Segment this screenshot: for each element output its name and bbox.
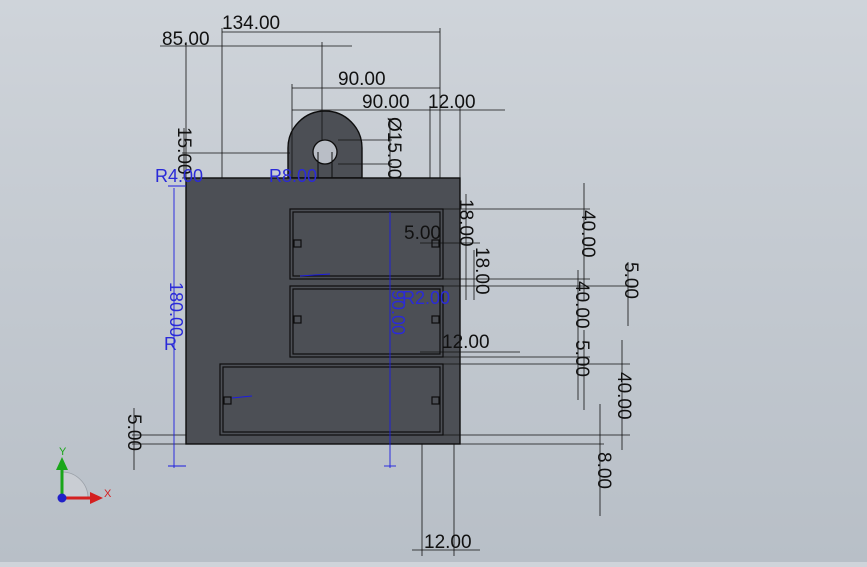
slot-middle-clip-left (293, 315, 302, 324)
dim-18-b[interactable]: 18.00 (471, 247, 492, 295)
x-axis-label: X (104, 488, 112, 500)
dim-8-bottom[interactable]: 8.00 (593, 452, 614, 489)
dim-85[interactable]: 85.00 (162, 29, 210, 50)
dim-40-top[interactable]: 40.00 (577, 210, 598, 258)
dim-40-bottom[interactable]: 40.00 (613, 372, 634, 420)
slot-bottom[interactable] (219, 363, 444, 436)
dim-hole-diameter[interactable]: Ø15.00 (383, 117, 404, 179)
main-plate[interactable] (185, 177, 461, 445)
dim-r8[interactable]: R8.00 (269, 166, 317, 186)
x-axis-arrowhead (90, 492, 103, 504)
hanging-hole[interactable] (312, 139, 338, 165)
dim-r-left[interactable]: R (164, 334, 177, 354)
dim-12-bottom[interactable]: 12.00 (424, 532, 472, 553)
y-axis-label: Y (59, 446, 67, 458)
dim-90-upper[interactable]: 90.00 (338, 69, 386, 90)
slot-top-clip-left (293, 239, 302, 248)
slot-top-inner (292, 211, 441, 277)
dim-18-a[interactable]: 18.00 (455, 199, 476, 247)
slot-bottom-inner (222, 366, 441, 433)
dim-90-vertical[interactable]: 90.00 (388, 290, 408, 335)
dim-180[interactable]: 180.00 (166, 282, 186, 337)
dim-5-right[interactable]: 5.00 (620, 262, 641, 299)
slot-middle[interactable] (289, 285, 444, 358)
triad-plane (61, 471, 89, 499)
dim-15-left[interactable]: 15.00 (173, 127, 194, 175)
slot-bottom-clip-left (223, 396, 232, 405)
dim-5-slot[interactable]: 5.00 (404, 223, 441, 244)
slot-top-clip-right (431, 239, 440, 248)
dim-12-top[interactable]: 12.00 (428, 92, 476, 113)
part-body[interactable] (185, 110, 461, 445)
dim-90-lower[interactable]: 90.00 (362, 92, 410, 113)
slot-bottom-clip-right (431, 396, 440, 405)
dim-r4[interactable]: R4.00 (155, 166, 203, 186)
dim-5-left[interactable]: 5.00 (123, 414, 144, 451)
sketch-dimension-lines (168, 185, 396, 468)
slot-middle-clip-right (431, 315, 440, 324)
y-axis-arrowhead (56, 457, 68, 470)
dim-5-mid[interactable]: 5.00 (571, 340, 592, 377)
slot-top[interactable] (289, 208, 444, 280)
slot-middle-inner (292, 288, 441, 355)
z-axis-dot (57, 493, 67, 503)
dim-12-mid[interactable]: 12.00 (442, 332, 490, 353)
reference-triad[interactable]: Y X (56, 446, 112, 504)
dimension-lines (132, 28, 636, 556)
dim-134[interactable]: 134.00 (222, 13, 280, 34)
dim-r2[interactable]: R2.00 (402, 288, 450, 308)
dim-40-mid[interactable]: 40.00 (571, 281, 592, 329)
